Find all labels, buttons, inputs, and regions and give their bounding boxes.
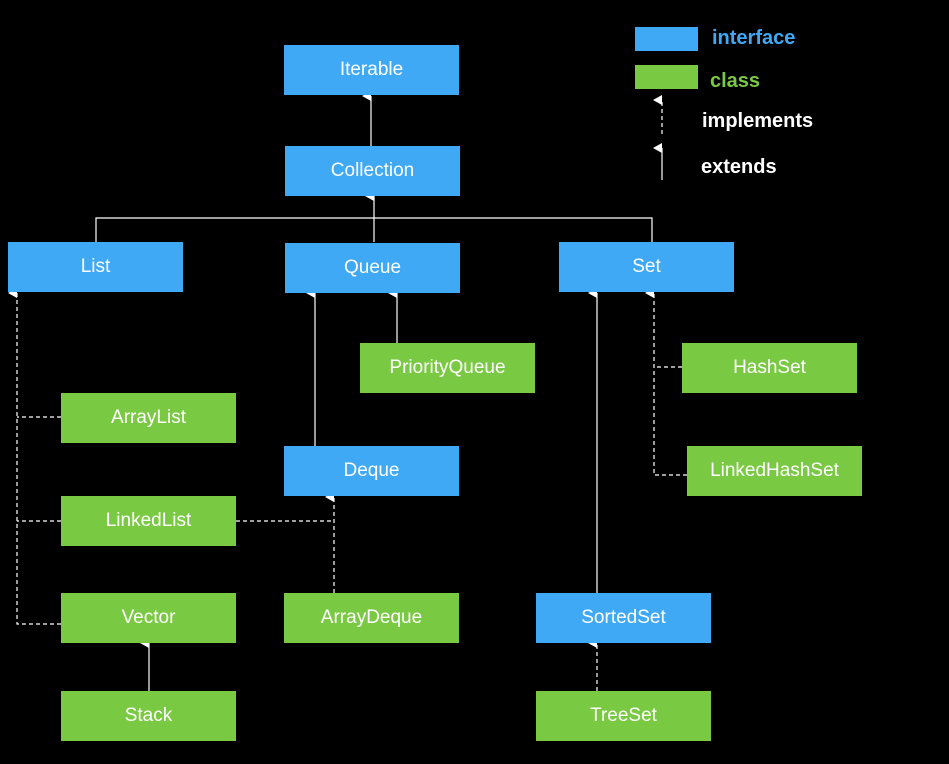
edge-hashset-set [654, 293, 687, 476]
node-array-deque: ArrayDeque [284, 593, 459, 643]
legend-extends-label: extends [701, 156, 777, 178]
node-queue: Queue [285, 243, 460, 293]
node-priority-queue: PriorityQueue [360, 343, 535, 393]
node-linked-list: LinkedList [61, 496, 236, 546]
node-set: Set [559, 242, 734, 292]
node-array-list: ArrayList [61, 393, 236, 443]
node-vector: Vector [61, 593, 236, 643]
edge-list-queue-set-collection [95, 196, 653, 242]
edge-list-implementations [17, 293, 61, 625]
legend-class-label: class [710, 70, 761, 92]
legend-interface-swatch [635, 27, 698, 51]
node-iterable: Iterable [284, 45, 459, 95]
node-deque: Deque [284, 446, 459, 496]
legend-interface-label: interface [712, 27, 796, 49]
node-tree-set: TreeSet [536, 691, 711, 741]
edge-linkedlist-deque [236, 497, 334, 593]
node-linked-hash-set: LinkedHashSet [687, 446, 862, 496]
node-sorted-set: SortedSet [536, 593, 711, 643]
node-stack: Stack [61, 691, 236, 741]
legend-class-swatch [635, 65, 698, 89]
legend-implements-label: implements [702, 110, 814, 132]
node-list: List [8, 242, 183, 292]
node-collection: Collection [285, 146, 460, 196]
node-hash-set: HashSet [682, 343, 857, 393]
